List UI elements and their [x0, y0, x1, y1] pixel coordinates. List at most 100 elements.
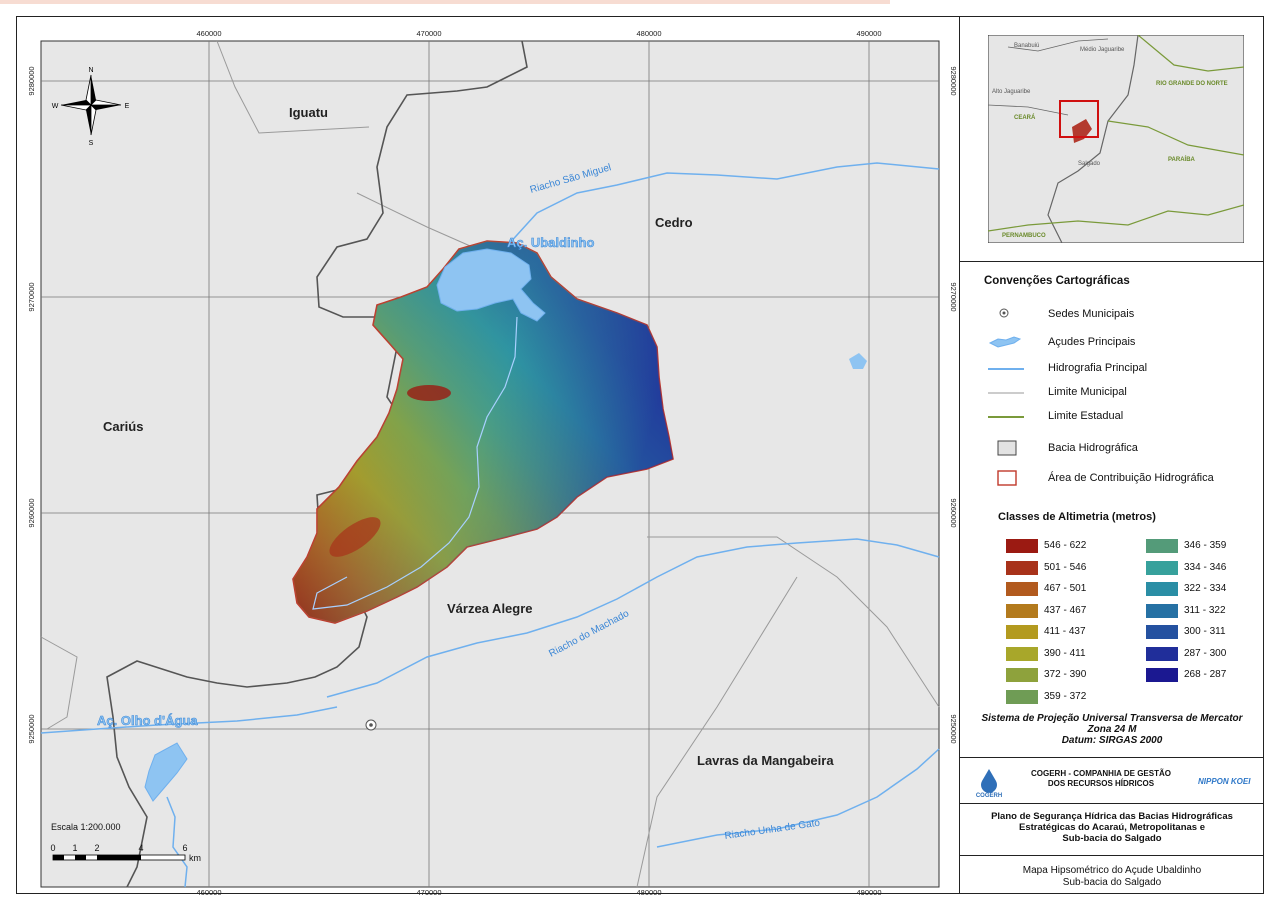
- svg-text:CEARÁ: CEARÁ: [1014, 114, 1036, 121]
- legend-row-hidrografia: Hidrografia Principal: [984, 359, 1264, 379]
- cogerh-logo: COGERH: [976, 769, 1002, 799]
- altimetry-label: 346 - 359: [1184, 540, 1227, 551]
- legend-row-limite-municipal: Limite Municipal: [984, 383, 1264, 403]
- altimetry-swatch: [1006, 668, 1038, 682]
- legend-row-limite-estadual: Limite Estadual: [984, 407, 1264, 427]
- svg-text:490000: 490000: [856, 29, 881, 38]
- municipality-labels: Iguatu Cedro Cariús Várzea Alegre Lavras…: [103, 105, 834, 768]
- altimetry-swatch: [1146, 582, 1178, 596]
- main-map-frame: N S E W 460000 470000 480000 490000 4600…: [16, 16, 960, 895]
- svg-text:9270000: 9270000: [949, 282, 958, 311]
- svg-text:RIO GRANDE DO NORTE: RIO GRANDE DO NORTE: [1156, 81, 1228, 87]
- svg-text:Médio Jaguaribe: Médio Jaguaribe: [1080, 47, 1125, 53]
- svg-text:480000: 480000: [636, 29, 661, 38]
- svg-text:9250000: 9250000: [27, 714, 36, 743]
- scale-bar: Escala 1:200.000 0 1 2 4 6 km: [50, 822, 201, 863]
- svg-text:Cedro: Cedro: [655, 215, 693, 230]
- svg-text:Aç. Olho d'Água: Aç. Olho d'Água: [97, 713, 198, 728]
- legend-title: Convenções Cartográficas: [984, 275, 1130, 287]
- svg-text:W: W: [52, 103, 59, 110]
- map-name: Mapa Hipsométrico do Açude Ubaldinho Sub…: [1022, 865, 1202, 888]
- reservoir-olho-dagua: [144, 742, 188, 802]
- legend-row-bacia: Bacia Hidrográfica: [984, 439, 1264, 459]
- svg-text:S: S: [89, 140, 94, 147]
- side-panel: Banabuiú Médio Jaguaribe RIO GRANDE DO N…: [960, 16, 1264, 894]
- top-stripe: [0, 0, 890, 4]
- altimetry-swatch: [1146, 646, 1178, 661]
- municipal-seat-icon: [999, 308, 1009, 318]
- reservoir-ubaldinho: [436, 248, 546, 322]
- altimetry-label: 546 - 622: [1044, 540, 1087, 551]
- altimetry-label: 390 - 411: [1044, 647, 1086, 659]
- separator: [960, 757, 1264, 758]
- separator: [960, 803, 1264, 804]
- altimetry-title: Classes de Altimetria (metros): [998, 511, 1156, 523]
- altimetry-swatch: [1006, 582, 1038, 596]
- svg-text:9280000: 9280000: [27, 66, 36, 95]
- svg-text:1: 1: [72, 843, 77, 853]
- svg-text:COGERH: COGERH: [976, 793, 1002, 799]
- svg-text:9260000: 9260000: [949, 498, 958, 527]
- svg-text:Cariús: Cariús: [103, 419, 143, 434]
- svg-text:470000: 470000: [416, 888, 441, 895]
- projection-line3: Datum: SIRGAS 2000: [1061, 735, 1163, 746]
- svg-text:480000: 480000: [636, 888, 661, 895]
- altimetry-swatch: [1006, 539, 1038, 553]
- y-tick-labels-left: 9280000 9270000 9260000 9250000: [27, 66, 36, 743]
- svg-text:Salgado: Salgado: [1078, 161, 1101, 167]
- altimetry-label: 372 - 390: [1044, 669, 1087, 680]
- svg-text:9250000: 9250000: [949, 714, 958, 743]
- altimetry-label: 300 - 311: [1184, 626, 1226, 637]
- legend-row-area-contribuicao: Área de Contribuição Hidrográfica: [984, 469, 1264, 489]
- svg-text:460000: 460000: [196, 29, 221, 38]
- svg-text:Banabuiú: Banabuiú: [1014, 43, 1039, 49]
- projection-line1: Sistema de Projeção Universal Transversa…: [981, 713, 1243, 724]
- altimetry-label: 287 - 300: [1184, 647, 1227, 659]
- svg-text:490000: 490000: [856, 888, 881, 895]
- svg-text:Várzea Alegre: Várzea Alegre: [447, 601, 533, 616]
- separator: [960, 261, 1264, 262]
- svg-text:km: km: [189, 853, 201, 863]
- main-map: N S E W 460000 470000 480000 490000 4600…: [27, 29, 958, 895]
- altimetry-swatch: [1146, 625, 1178, 639]
- state-boundary-icon: [988, 416, 1024, 418]
- altimetry-swatch: [1146, 539, 1178, 553]
- svg-text:Iguatu: Iguatu: [289, 105, 328, 120]
- altimetry-label: 268 - 287: [1184, 669, 1227, 680]
- y-tick-labels-right: 9280000 9270000 9260000 9250000: [949, 66, 958, 743]
- contribution-area: [292, 240, 674, 624]
- reservoir-labels: Aç. Ubaldinho Aç. Olho d'Água: [97, 235, 595, 729]
- svg-text:470000: 470000: [416, 29, 441, 38]
- svg-text:460000: 460000: [196, 888, 221, 895]
- legend-row-acudes: Açudes Principais: [984, 333, 1264, 353]
- nippon-koei-logo: NIPPON KOEI: [1198, 777, 1251, 786]
- svg-text:4: 4: [138, 843, 143, 853]
- altimetry-label: 501 - 546: [1044, 561, 1087, 573]
- svg-text:6: 6: [182, 843, 187, 853]
- river-line-icon: [988, 368, 1024, 370]
- altimetry-swatch: [1146, 603, 1178, 618]
- projection-line2: Zona 24 M: [1087, 724, 1137, 735]
- inset-map: Banabuiú Médio Jaguaribe RIO GRANDE DO N…: [988, 35, 1244, 243]
- separator: [960, 855, 1264, 856]
- altimetry-swatch: [1006, 625, 1038, 639]
- altimetry-label: 322 - 334: [1184, 583, 1227, 594]
- svg-text:9260000: 9260000: [27, 498, 36, 527]
- altimetry-label: 411 - 437: [1044, 626, 1086, 637]
- contribution-area-box-icon: [997, 470, 1017, 486]
- altimetry-swatch: [1146, 560, 1178, 575]
- altimetry-swatch: [1006, 646, 1038, 661]
- altimetry-label: 359 - 372: [1044, 690, 1087, 702]
- svg-text:0: 0: [50, 843, 55, 853]
- municipal-boundary-icon: [988, 392, 1024, 394]
- reservoir-icon: [988, 336, 1022, 348]
- svg-text:N: N: [88, 67, 93, 74]
- svg-text:PARAÍBA: PARAÍBA: [1168, 155, 1196, 163]
- municipal-seat-varzea-alegre: [365, 719, 377, 731]
- legend-row-sedes: Sedes Municipais: [984, 305, 1264, 325]
- svg-text:9270000: 9270000: [27, 282, 36, 311]
- altimetry-label: 334 - 346: [1184, 561, 1227, 573]
- altimetry-label: 467 - 501: [1044, 583, 1087, 594]
- compass-rose-icon: N S E W: [52, 67, 130, 147]
- plan-title: Plano de Segurança Hídrica das Bacias Hi…: [991, 811, 1233, 844]
